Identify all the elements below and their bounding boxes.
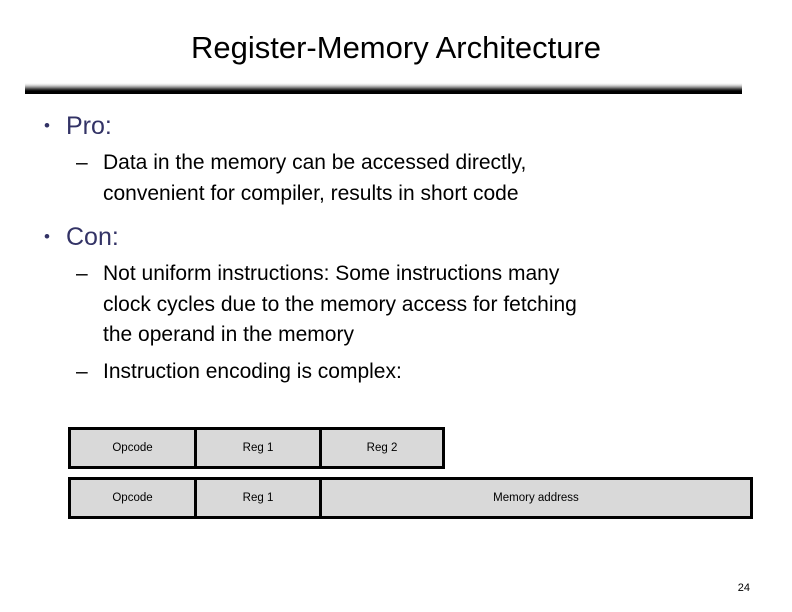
slide-body: • Pro: – Data in the memory can be acces… — [0, 110, 792, 387]
sub-bullet-con-2: – Instruction encoding is complex: — [0, 357, 792, 388]
bullet-con-label: Con: — [66, 223, 119, 251]
sub-bullet-line: Data in the memory can be accessed direc… — [103, 151, 527, 174]
divider-solid-line — [25, 91, 742, 94]
format-cell-opcode: Opcode — [71, 480, 194, 516]
bullet-pro-label: Pro: — [66, 112, 112, 140]
bullet-dot-icon: • — [44, 116, 50, 135]
sub-bullet-line: convenient for compiler, results in shor… — [103, 181, 519, 205]
page-number: 24 — [737, 582, 750, 594]
dash-marker-icon: – — [76, 359, 88, 383]
dash-marker-icon: – — [76, 151, 88, 174]
sub-bullet-pro-1: – Data in the memory can be accessed dir… — [0, 148, 792, 209]
section-spacer — [0, 209, 792, 221]
sub-bullet-line: Not uniform instructions: Some instructi… — [103, 262, 560, 285]
dash-marker-icon: – — [76, 262, 88, 285]
format-cell-memory-address: Memory address — [319, 480, 750, 516]
sub-bullet-con-1: – Not uniform instructions: Some instruc… — [0, 259, 792, 351]
sub-bullet-line: the operand in the memory — [103, 323, 354, 346]
sub-bullet-line: clock cycles due to the memory access fo… — [103, 292, 577, 316]
format-cell-reg1: Reg 1 — [194, 480, 319, 516]
format-cell-opcode: Opcode — [71, 430, 194, 466]
instruction-format-register-memory: Opcode Reg 1 Memory address — [68, 477, 753, 519]
bullet-dot-icon: • — [44, 227, 50, 246]
bullet-con: • Con: — [0, 221, 792, 253]
format-cell-reg2: Reg 2 — [319, 430, 442, 466]
title-divider-rule — [25, 83, 742, 94]
bullet-pro: • Pro: — [0, 110, 792, 142]
divider-gradient — [25, 83, 742, 91]
instruction-format-register-register: Opcode Reg 1 Reg 2 — [68, 427, 445, 469]
sub-bullet-line: Instruction encoding is complex: — [103, 359, 402, 383]
slide-title: Register-Memory Architecture — [190, 30, 601, 65]
format-cell-reg1: Reg 1 — [194, 430, 319, 466]
